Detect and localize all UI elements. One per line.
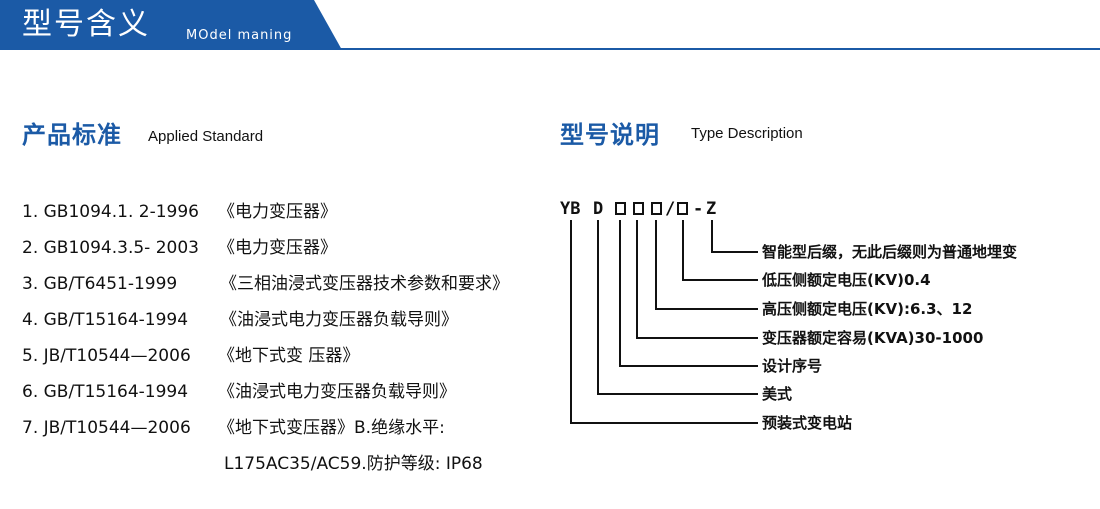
list-item: 7. JB/T10544—2006 《地下式变压器》B.绝缘水平: xyxy=(22,416,445,452)
code-box xyxy=(677,202,688,215)
list-item: 4. GB/T15164-1994 《油浸式电力变压器负载导则》 xyxy=(22,308,458,344)
standard-code: 4. GB/T15164-1994 xyxy=(22,310,189,330)
standard-title: 《地下式变 压器》 xyxy=(218,346,360,366)
connector-american xyxy=(597,220,758,395)
legend-american: 美式 xyxy=(762,385,793,403)
page-title: 型号含义 xyxy=(22,7,150,42)
code-dash: - xyxy=(693,199,704,219)
standard-title: 《油浸式电力变压器负载导则》 xyxy=(220,310,458,330)
legend-capacity: 变压器额定容易(KVA)30-1000 xyxy=(762,329,984,347)
standard-code: 5. JB/T10544—2006 xyxy=(22,346,191,366)
standard-title: 《电力变压器》 xyxy=(218,202,337,222)
code-suffix: Z xyxy=(706,199,717,219)
standard-code: 6. GB/T15164-1994 xyxy=(22,382,189,402)
standards-heading: 产品标准 xyxy=(22,121,122,149)
connector-lv xyxy=(682,220,758,281)
code-prefix: YB xyxy=(560,199,581,219)
model-heading: 型号说明 xyxy=(560,121,660,149)
connector-design-no xyxy=(619,220,758,367)
standard-code: 1. GB1094.1. 2-1996 xyxy=(22,202,199,222)
standard-title: 《地下式变压器》B.绝缘水平: xyxy=(218,418,445,438)
standard-code: 3. GB/T6451-1999 xyxy=(22,274,178,294)
list-item: 1. GB1094.1. 2-1996 《电力变压器》 xyxy=(22,200,337,236)
legend-suffix: 智能型后缀，无此后缀则为普通地埋变 xyxy=(762,243,1018,261)
list-item: 2. GB1094.3.5- 2003 《电力变压器》 xyxy=(22,236,337,272)
code-letter: D xyxy=(593,199,604,219)
connector-hv xyxy=(655,220,758,310)
code-slash: / xyxy=(665,199,676,219)
list-item: 5. JB/T10544—2006 《地下式变 压器》 xyxy=(22,344,359,380)
legend-lv-voltage: 低压侧额定电压(KV)0.4 xyxy=(762,271,931,289)
code-box xyxy=(651,202,662,215)
standard-title: 《油浸式电力变压器负载导则》 xyxy=(218,382,456,402)
header-divider xyxy=(0,48,1100,50)
list-item: 3. GB/T6451-1999 《三相油浸式变压器技术参数和要求》 xyxy=(22,272,509,308)
standard-title: 《电力变压器》 xyxy=(218,238,337,258)
legend-design-number: 设计序号 xyxy=(762,357,823,375)
code-box xyxy=(615,202,626,215)
model-heading-en: Type Description xyxy=(691,125,803,142)
legend-hv-voltage: 高压侧额定电压(KV):6.3、12 xyxy=(762,300,973,318)
list-item: 6. GB/T15164-1994 《油浸式电力变压器负载导则》 xyxy=(22,380,456,416)
connector-prefab xyxy=(570,220,758,424)
standards-heading-en: Applied Standard xyxy=(148,128,264,145)
standard-code: 7. JB/T10544—2006 xyxy=(22,418,191,438)
legend-prefab-substation: 预装式变电站 xyxy=(762,414,853,432)
standard-code: 2. GB1094.3.5- 2003 xyxy=(22,238,199,258)
page-subtitle: MOdel maning xyxy=(186,28,293,43)
code-box xyxy=(633,202,644,215)
connector-capacity xyxy=(636,220,758,339)
connector-suffix xyxy=(711,220,758,253)
standards-list: 1. GB1094.1. 2-1996 《电力变压器》 2. GB1094.3.… xyxy=(22,200,509,452)
header-banner xyxy=(0,0,342,50)
standard-continuation: L175AC35/AC59.防护等级: IP68 xyxy=(224,454,483,474)
standard-title: 《三相油浸式变压器技术参数和要求》 xyxy=(220,274,509,294)
